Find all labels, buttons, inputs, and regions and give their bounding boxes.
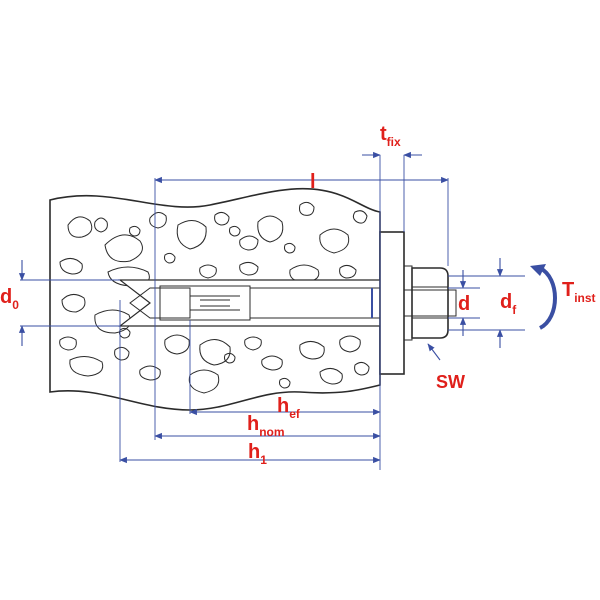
curved-arrow-icon (530, 264, 557, 330)
t-inst-label: Tinst (562, 279, 596, 305)
h-nom-label: hnom (247, 413, 285, 439)
extension-lines (20, 155, 525, 470)
d-label: d (458, 293, 470, 315)
t-fix-label: tfix (380, 123, 401, 149)
sw-label: SW (436, 372, 465, 392)
dimension-lines (18, 151, 504, 464)
concrete-base-material (49, 187, 381, 411)
fixture-plate (379, 231, 405, 375)
d0-label: d0 (0, 286, 19, 312)
labels: l tfix d0 d df Tinst SW hef hnom h1 (0, 123, 596, 467)
df-label: df (500, 291, 517, 317)
h1-label: h1 (248, 441, 267, 467)
h-ef-label: hef (277, 395, 301, 421)
length-label: l (310, 171, 316, 193)
